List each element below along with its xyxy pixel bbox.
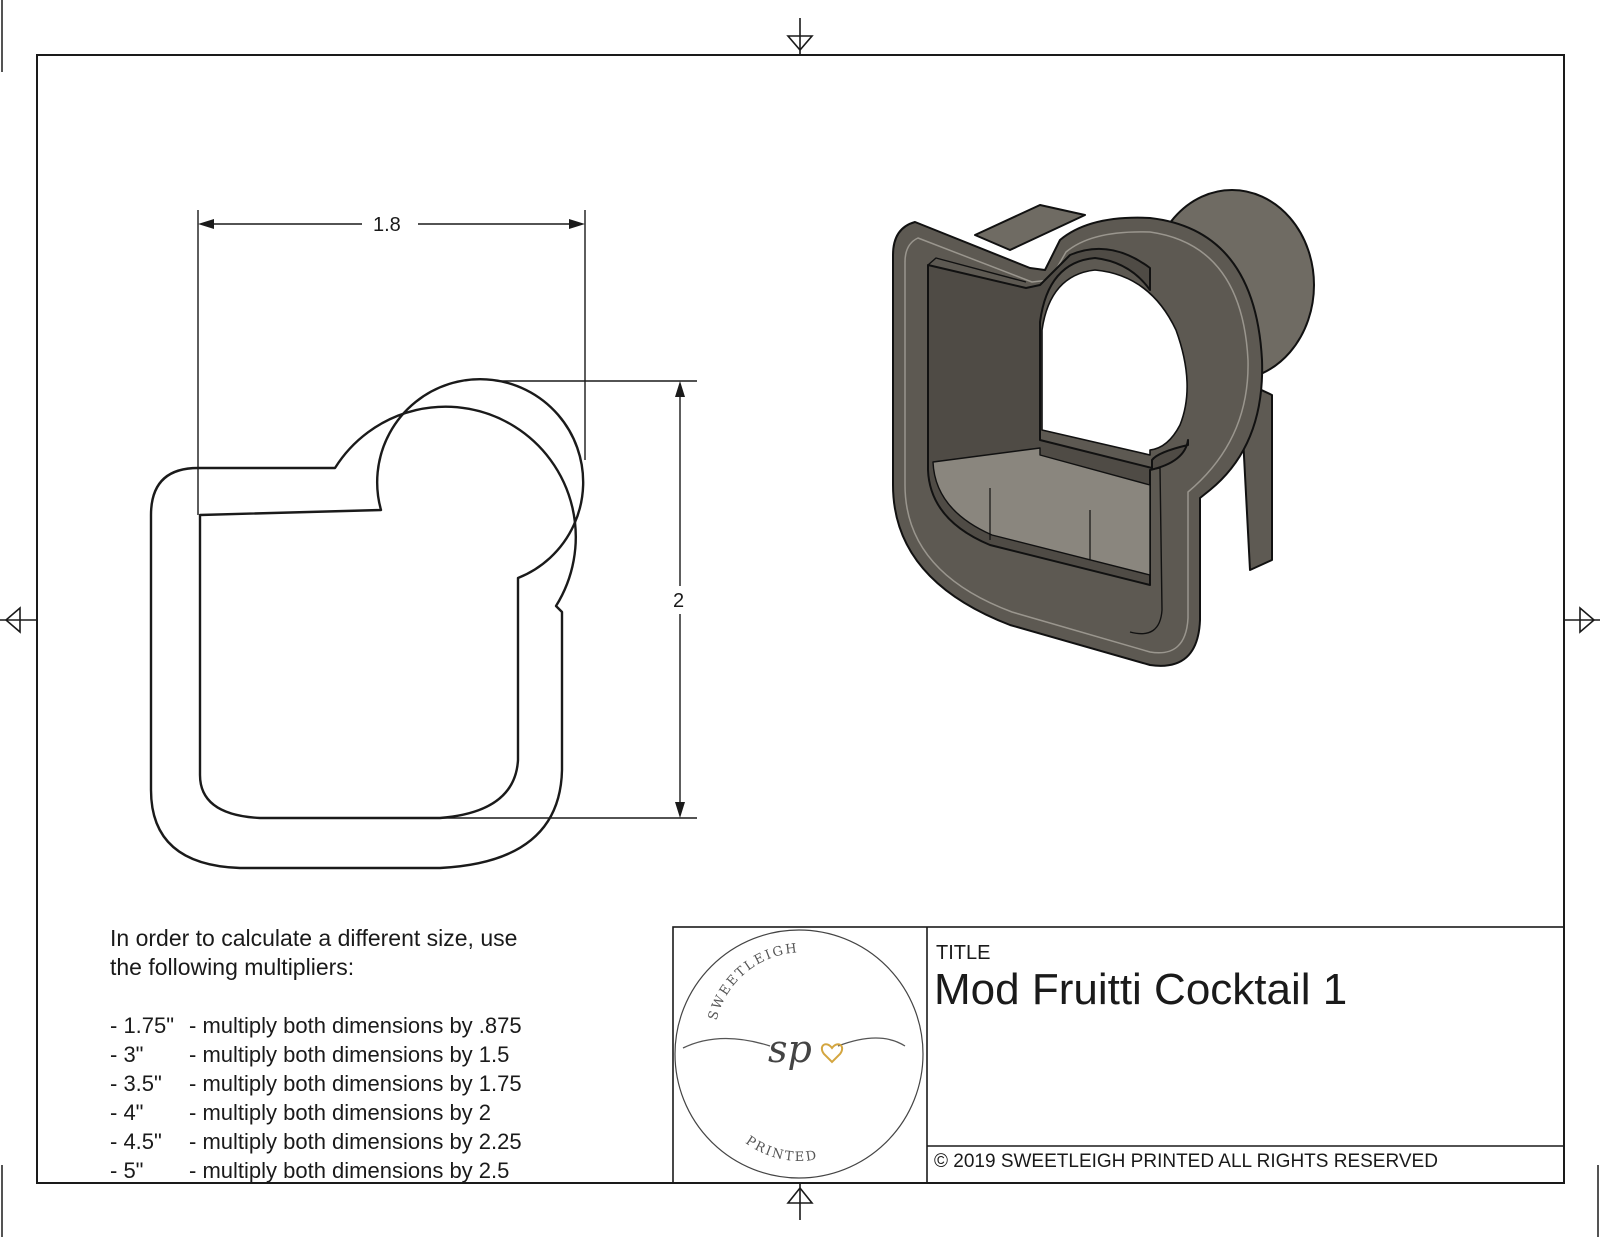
instructions-line-2: the following multipliers:	[110, 954, 355, 980]
center-mark-left	[0, 606, 37, 634]
model-back-top	[974, 204, 1086, 251]
logo-top-text: SWEETLEIGH	[706, 941, 800, 1022]
height-dimension	[440, 380, 697, 819]
multiplier-text: - multiply both dimensions by 2.5	[189, 1158, 510, 1183]
multiplier-row: - 4.5" - multiply both dimensions by 2.2…	[110, 1129, 522, 1207]
multiplier-row: - 3.5" - multiply both dimensions by 1.7…	[110, 1071, 522, 1149]
multiplier-text: - multiply both dimensions by 1.5	[189, 1042, 510, 1067]
logo-flourish-left	[682, 1037, 771, 1049]
multiplier-size: - 3"	[110, 1042, 144, 1067]
logo-bottom-text: PRINTED	[743, 1133, 820, 1164]
title-label: TITLE	[936, 942, 991, 964]
cutter-3d-render	[892, 189, 1315, 667]
height-dimension-label: 2	[673, 590, 684, 612]
center-mark-top	[786, 18, 814, 55]
multiplier-text: - multiply both dimensions by 1.75	[189, 1071, 522, 1096]
multiplier-row: - 4" - multiply both dimensions by 2	[110, 1100, 491, 1178]
multiplier-text: - multiply both dimensions by 2	[189, 1100, 492, 1125]
heart-icon	[820, 1043, 844, 1064]
model-rim-highlight	[904, 231, 1249, 654]
drawing-title: Mod Fruitti Cocktail 1	[934, 965, 1348, 1014]
model-inner-floor	[932, 447, 1151, 576]
multiplier-row: - 1.75" - multiply both dimensions by .8…	[110, 1013, 522, 1091]
center-mark-bottom	[786, 1183, 814, 1220]
multiplier-row: - 3" - multiply both dimensions by 1.5	[110, 1042, 509, 1120]
title-block	[672, 926, 1565, 1184]
sweetleigh-logo: SWEETLEIGH PRINTED sp	[674, 929, 924, 1179]
width-dimension	[197, 210, 586, 515]
outer-profile	[149, 405, 577, 870]
cutter-outline	[149, 378, 585, 870]
logo-flourish-right	[837, 1037, 906, 1047]
multiplier-size: - 1.75"	[110, 1013, 175, 1038]
width-dimension-label: 1.8	[373, 214, 401, 236]
multiplier-text: - multiply both dimensions by .875	[189, 1013, 522, 1038]
model-opening	[1041, 269, 1188, 456]
multiplier-size: - 4.5"	[110, 1129, 162, 1154]
multiplier-size: - 5"	[110, 1158, 144, 1183]
model-inner-lip	[927, 257, 1163, 635]
multiplier-row: - 5" - multiply both dimensions by 2.5	[110, 1158, 509, 1236]
center-mark-right	[1564, 606, 1600, 634]
multiplier-text: - multiply both dimensions by 2.25	[189, 1129, 522, 1154]
logo-monogram: sp	[768, 1027, 812, 1071]
copyright-notice: © 2019 SWEETLEIGH PRINTED ALL RIGHTS RES…	[934, 1151, 1438, 1172]
inner-profile	[198, 378, 585, 820]
instructions-line-1: In order to calculate a different size, …	[110, 925, 518, 951]
multiplier-size: - 3.5"	[110, 1071, 162, 1096]
multiplier-size: - 4"	[110, 1100, 144, 1125]
